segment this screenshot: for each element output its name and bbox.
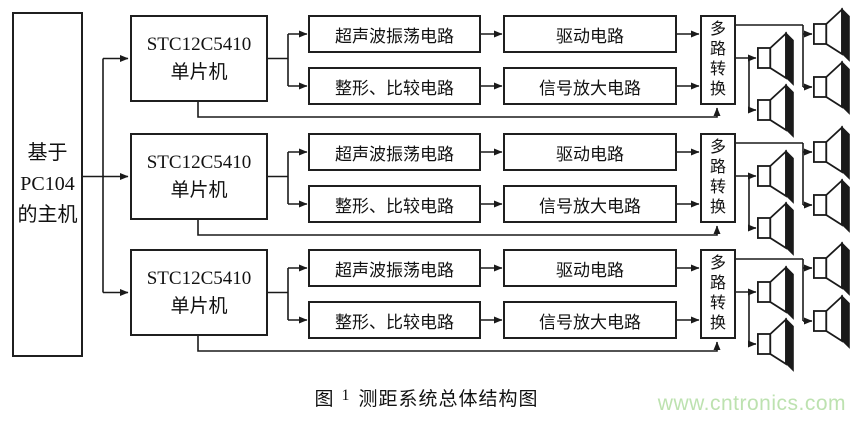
multiplexer-label: 多路转换	[709, 139, 726, 216]
multiplexer-box: 多路转换	[700, 249, 736, 339]
signal-amplifier-label: 信号放大电路	[539, 312, 641, 332]
signal-amplifier-box: 信号放大电路	[503, 301, 677, 339]
host-label-line1: 基于	[27, 142, 68, 164]
mcu-box: STC12C5410 单片机	[130, 133, 268, 220]
mcu-model-label: STC12C5410	[146, 267, 252, 289]
multiplexer-label: 多路转换	[709, 255, 726, 332]
host-pc104-box: 基于 PC104 的主机	[12, 12, 83, 357]
mcu-type-label: 单片机	[170, 295, 228, 317]
ultrasonic-oscillator-label: 超声波振荡电路	[335, 26, 454, 46]
host-label-line3: 的主机	[17, 204, 78, 226]
driver-circuit-box: 驱动电路	[503, 249, 677, 287]
signal-amplifier-box: 信号放大电路	[503, 67, 677, 105]
shaping-comparison-label: 整形、比较电路	[335, 196, 454, 216]
driver-circuit-label: 驱动电路	[556, 144, 624, 164]
ultrasonic-oscillator-label: 超声波振荡电路	[335, 144, 454, 164]
mcu-model-label: STC12C5410	[146, 33, 252, 55]
mcu-box: STC12C5410 单片机	[130, 249, 268, 336]
mcu-type-label: 单片机	[170, 179, 228, 201]
multiplexer-label: 多路转换	[709, 21, 726, 98]
signal-amplifier-label: 信号放大电路	[539, 196, 641, 216]
signal-amplifier-box: 信号放大电路	[503, 185, 677, 223]
driver-circuit-box: 驱动电路	[503, 15, 677, 53]
host-label-line2: PC104	[20, 173, 75, 195]
shaping-comparison-label: 整形、比较电路	[335, 78, 454, 98]
ultrasonic-oscillator-box: 超声波振荡电路	[308, 249, 481, 287]
driver-circuit-box: 驱动电路	[503, 133, 677, 171]
driver-circuit-label: 驱动电路	[556, 260, 624, 280]
mcu-box: STC12C5410 单片机	[130, 15, 268, 102]
mcu-model-label: STC12C5410	[146, 151, 252, 173]
signal-amplifier-label: 信号放大电路	[539, 78, 641, 98]
figure-label: 图	[314, 389, 335, 410]
shaping-comparison-box: 整形、比较电路	[308, 67, 481, 105]
driver-circuit-label: 驱动电路	[556, 26, 624, 46]
shaping-comparison-label: 整形、比较电路	[335, 312, 454, 332]
figure-title: 测距系统总体结构图	[358, 389, 539, 410]
multiplexer-box: 多路转换	[700, 133, 736, 223]
watermark-text: www.cntronics.com	[657, 392, 846, 415]
mcu-type-label: 单片机	[170, 61, 228, 83]
ultrasonic-oscillator-box: 超声波振荡电路	[308, 15, 481, 53]
multiplexer-box: 多路转换	[700, 15, 736, 105]
host-trunk-wiring	[83, 55, 129, 296]
ultrasonic-oscillator-label: 超声波振荡电路	[335, 260, 454, 280]
shaping-comparison-box: 整形、比较电路	[308, 301, 481, 339]
shaping-comparison-box: 整形、比较电路	[308, 185, 481, 223]
ultrasonic-oscillator-box: 超声波振荡电路	[308, 133, 481, 171]
figure-number: 1	[341, 387, 350, 404]
